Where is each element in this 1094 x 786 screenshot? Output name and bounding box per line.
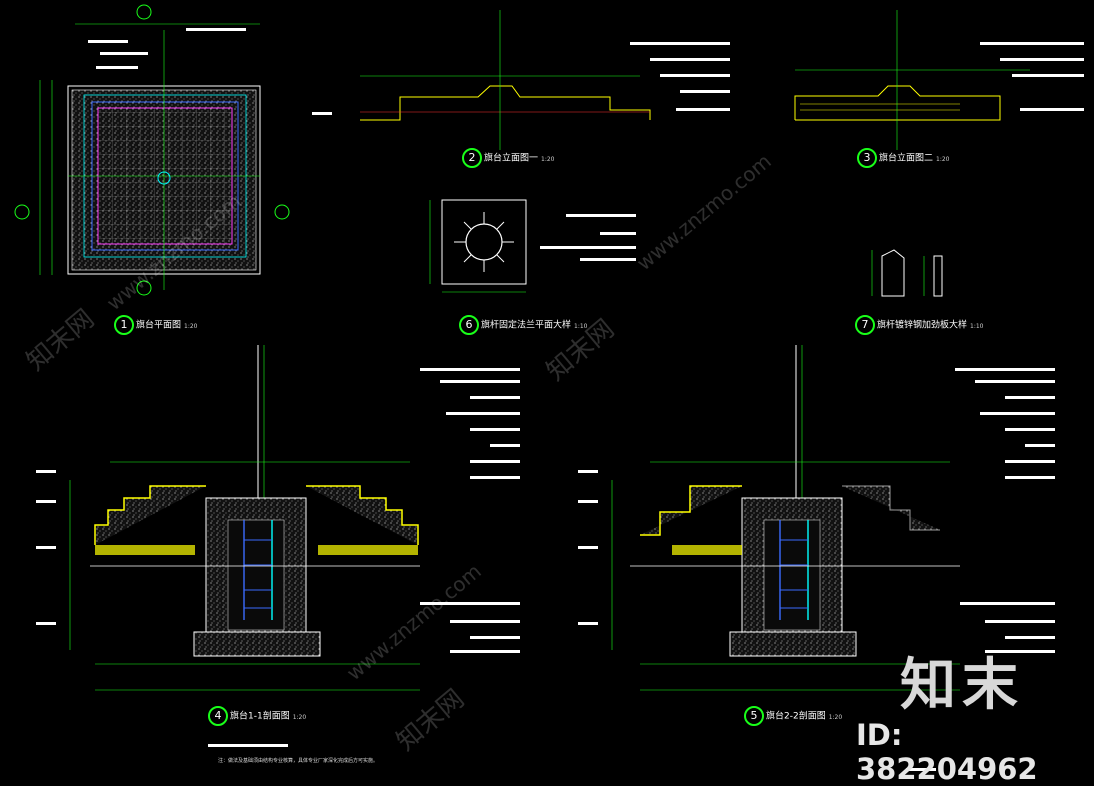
drawing-scale: 1:20 xyxy=(541,155,555,163)
drawing-scale: 1:20 xyxy=(184,322,198,330)
stiffener-detail xyxy=(871,249,943,297)
drawing-title-text: 旗杆固定法兰平面大样 xyxy=(481,320,572,331)
section-2-2 xyxy=(578,345,1055,691)
drawing-title-text: 旗杆镀锌钢加劲板大样 xyxy=(877,320,968,331)
drawing-number-badge: 2 xyxy=(462,148,482,168)
drawing-title-text: 旗台平面图 xyxy=(136,320,182,331)
drawing-number-badge: 3 xyxy=(857,148,877,168)
drawing-scale: 1:10 xyxy=(574,322,588,330)
general-note: 注：做法及基础须由结构专业核算，具体专业厂家深化完成后方可实施。 xyxy=(218,758,379,764)
drawing-scale: 1:10 xyxy=(970,322,984,330)
drawing-title-text: 旗台立面图一 xyxy=(484,153,539,164)
drawing-scale: 1:20 xyxy=(936,155,950,163)
drawing-number-badge: 4 xyxy=(208,706,228,726)
flange-detail xyxy=(429,199,636,293)
brand-logo: 知末 xyxy=(900,653,1024,718)
drawing-scale: 1:20 xyxy=(292,713,307,721)
note-heading-bar xyxy=(208,744,288,747)
elevation-one xyxy=(312,10,730,150)
drawing-scale: 1:20 xyxy=(828,713,843,721)
drawing-title-text: 旗台2-2剖面图 xyxy=(766,711,826,722)
plan-view xyxy=(14,4,290,296)
drawing-title-text: 旗台立面图二 xyxy=(879,153,934,164)
drawing-number-badge: 5 xyxy=(744,706,764,726)
elevation-two xyxy=(794,10,1084,150)
drawing-title-text: 旗台1-1剖面图 xyxy=(230,711,290,722)
drawing-number-badge: 6 xyxy=(459,315,479,335)
section-1-1 xyxy=(36,345,520,691)
drawing-number-badge: 1 xyxy=(114,315,134,335)
drawing-number-badge: 7 xyxy=(855,315,875,335)
